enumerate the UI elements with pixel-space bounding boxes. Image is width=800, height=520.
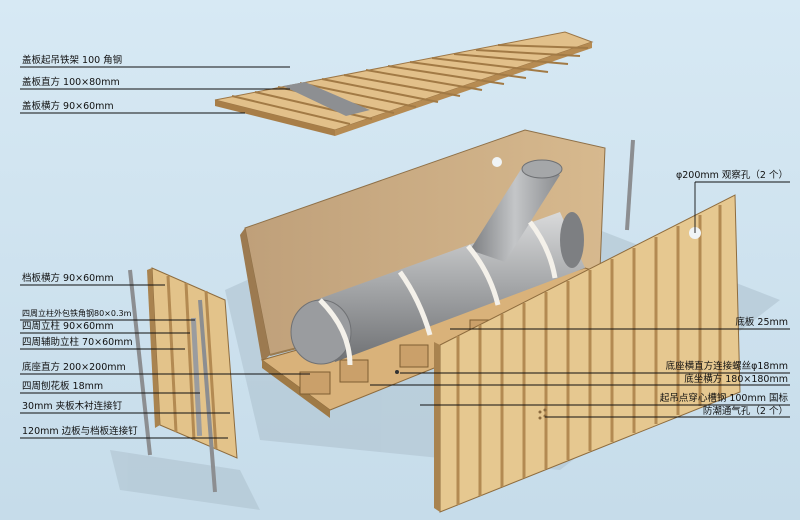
label-nail-30mm: 30mm 夹板木衬连接钉	[22, 401, 123, 412]
end-rod-2	[198, 299, 217, 493]
label-post-angle-steel: 四周立柱外包铁角钢80×0.3m	[22, 309, 132, 318]
pipe-straps	[318, 220, 558, 366]
label-aux-post: 四周辅助立柱 70×60mm	[22, 337, 133, 348]
label-lift-channel: 起吊点穿心槽钢 100mm 国标	[659, 393, 788, 404]
end-rod-1	[128, 269, 152, 456]
label-planed-board: 四周刨花板 18mm	[22, 381, 104, 392]
leader-lines-right	[370, 181, 790, 418]
leader-lines-left	[20, 66, 310, 439]
front-side-panel	[434, 194, 741, 513]
bolt-marker	[395, 370, 399, 374]
lid-steel-frame	[283, 82, 370, 116]
view-hole-back	[492, 157, 502, 167]
steel-pipe	[290, 159, 585, 366]
end-panel	[147, 267, 238, 459]
label-bottom-plate: 底板 25mm	[735, 317, 788, 328]
label-view-hole: φ200mm 观察孔（2 个）	[676, 170, 788, 181]
label-lid-cross-beam: 盖板横方 90×60mm	[22, 101, 114, 112]
label-bolt: 底座横直方连接螺丝φ18mm	[665, 361, 788, 372]
label-nail-120mm: 120mm 边板与档板连接钉	[22, 426, 138, 437]
label-base-beam: 底座直方 200×200mm	[22, 362, 126, 373]
vent-holes	[538, 408, 547, 420]
connecting-rod	[625, 139, 635, 231]
label-vent-hole: 防潮通气孔（2 个）	[702, 406, 788, 417]
label-lid-long-beam: 盖板直方 100×80mm	[22, 77, 120, 88]
label-base-cross-beam: 底坐横方 180×180mm	[684, 374, 788, 385]
label-post: 四周立柱 90×60mm	[22, 321, 114, 332]
lid-panel	[214, 31, 594, 136]
label-end-cross-beam: 档板横方 90×60mm	[22, 273, 114, 284]
label-lid-frame: 盖板起吊铁架 100 角钢	[22, 55, 123, 66]
